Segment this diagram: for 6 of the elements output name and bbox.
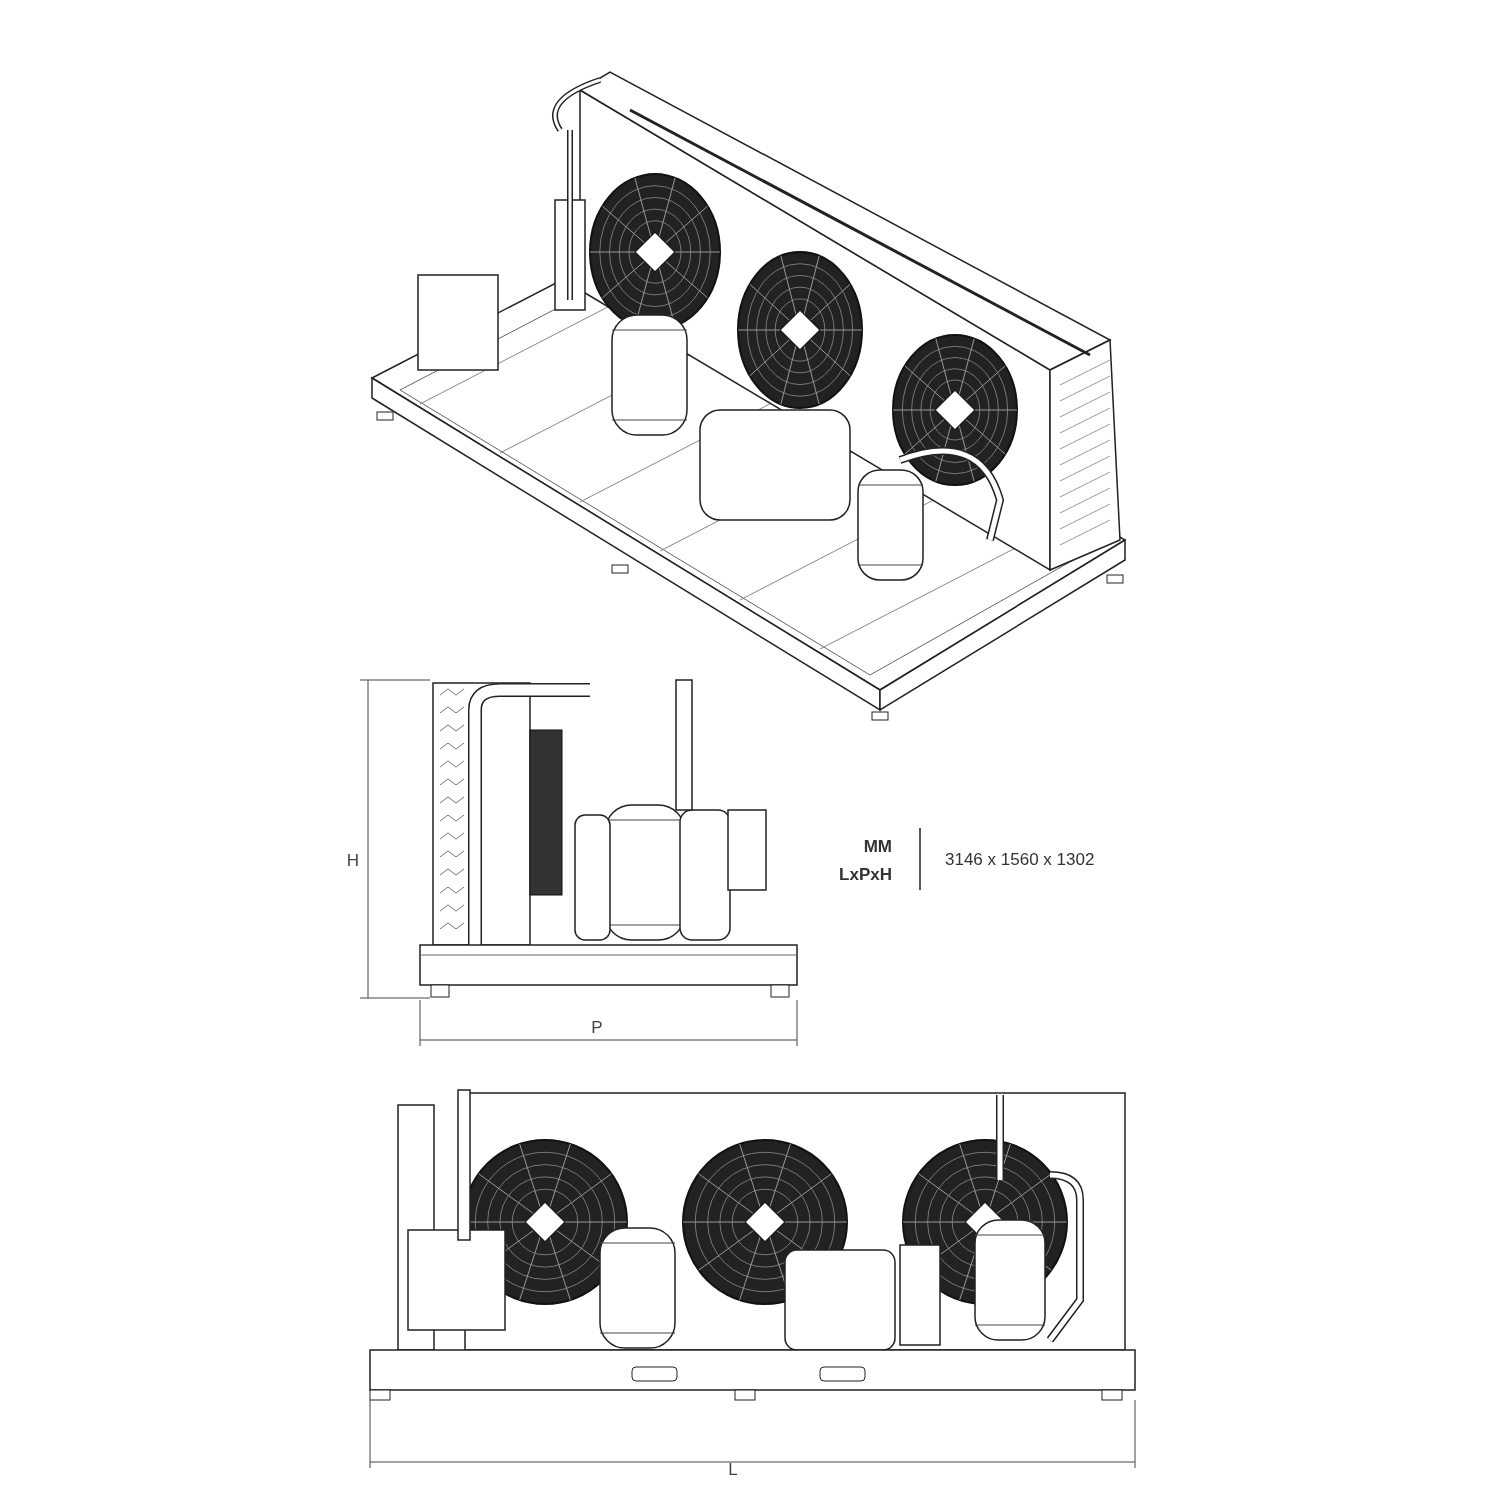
- dimension-label: H: [345, 850, 361, 872]
- dimension-label: L: [727, 1459, 739, 1481]
- dimension-label: P: [590, 1017, 604, 1039]
- dimension-order-label: LxPxH: [838, 864, 892, 886]
- dimensions-value: 3146 x 1560 x 1302: [945, 849, 1095, 871]
- unit-label: MM: [862, 836, 892, 858]
